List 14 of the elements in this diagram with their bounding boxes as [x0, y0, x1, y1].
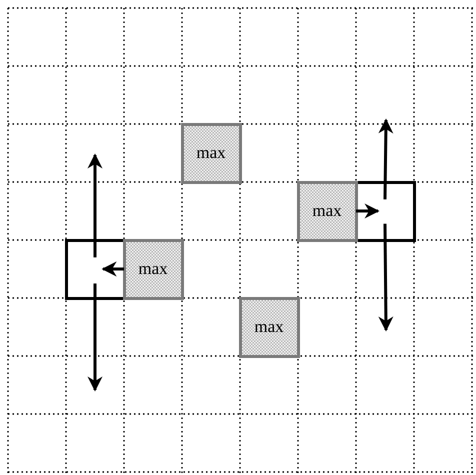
hatched-box — [122, 238, 184, 300]
hatched-box — [296, 180, 358, 242]
box-label: max — [196, 143, 226, 163]
arrow — [102, 262, 124, 276]
box-label: max — [312, 201, 342, 221]
arrow — [378, 224, 394, 332]
arrow — [378, 118, 394, 200]
arrow — [356, 204, 380, 218]
arrow — [88, 284, 102, 392]
arrow — [88, 154, 102, 258]
hatched-box — [180, 122, 242, 184]
box-label: max — [138, 259, 168, 279]
hatched-box — [238, 296, 300, 358]
box-label: max — [254, 317, 284, 337]
